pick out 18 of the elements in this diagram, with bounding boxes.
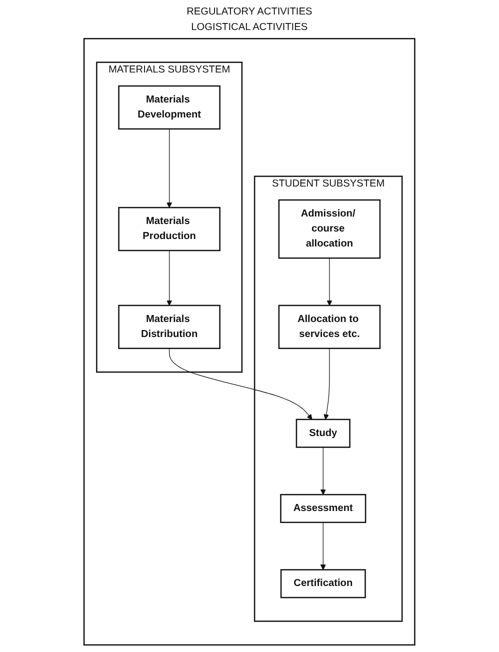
node-box: Admission/ course allocation (278, 199, 381, 259)
node-box: Materials Distribution (118, 304, 221, 350)
arrow (166, 128, 172, 208)
arrow (324, 348, 330, 420)
node-box: Allocation to services etc. (278, 304, 381, 350)
node-box: Certification (280, 569, 366, 598)
cluster (84, 38, 416, 646)
arrow (166, 250, 172, 306)
node-box: Assessment (280, 494, 366, 524)
node-box: Materials Production (118, 206, 221, 252)
node-box: Materials Development (118, 85, 221, 130)
arrow (320, 522, 326, 570)
arrow (169, 348, 312, 420)
node-box: Study (296, 418, 351, 448)
arrow (320, 446, 326, 495)
node-label: LOGISTICAL ACTIVITIES (191, 22, 308, 32)
node-label: REGULATORY ACTIVITIES (186, 6, 312, 18)
arrow (326, 258, 332, 306)
